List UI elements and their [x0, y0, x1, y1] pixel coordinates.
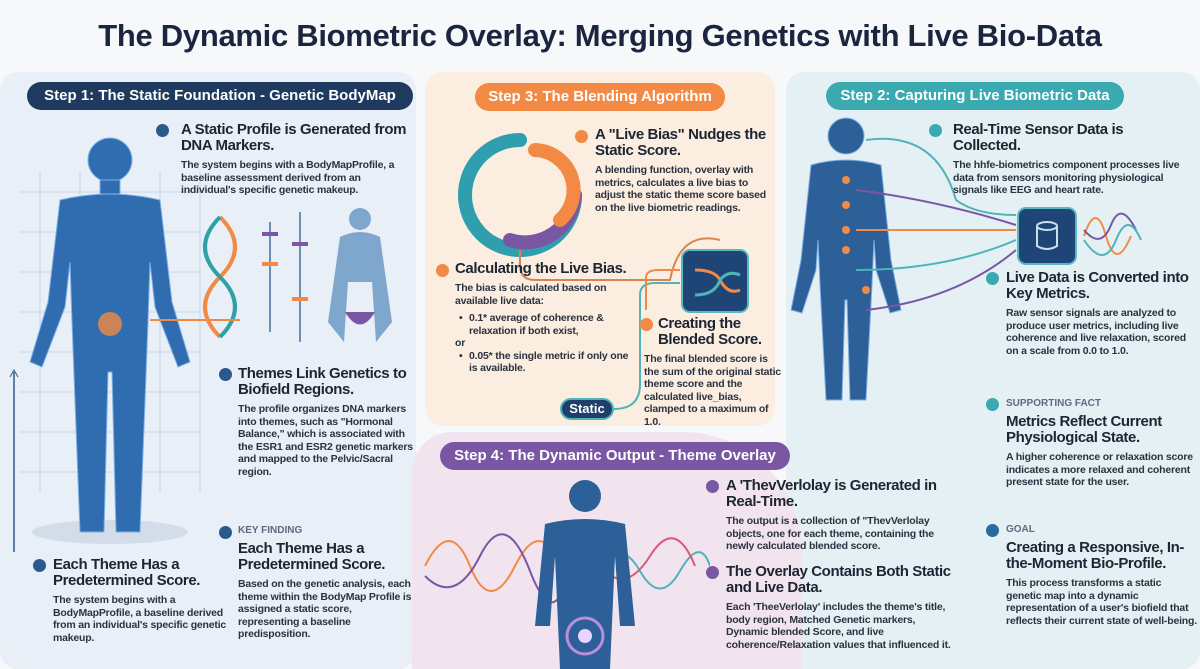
- supporting-fact-tag: SUPPORTING FACT: [1006, 398, 1102, 409]
- item-heading: Calculating the Live Bias.: [455, 260, 627, 277]
- page-title: The Dynamic Biometric Overlay: Merging G…: [98, 18, 1102, 53]
- item-heading: A "Live Bias" Nudges the Static Score.: [595, 126, 766, 159]
- item-heading: The Overlay Contains Both Static and Liv…: [726, 563, 951, 596]
- glow-ring: [565, 616, 605, 656]
- goal-tag: GOAL: [1006, 524, 1035, 535]
- bullet-dot: [986, 398, 999, 411]
- step4-item-2: The Overlay Contains Both Static and Liv…: [726, 564, 958, 651]
- item-body: The hhfe-biometrics component processes …: [953, 159, 1180, 196]
- item-body: The system begins with a BodyMapProfile,…: [53, 594, 227, 644]
- step4-item-1: A 'ThevVerlolay is Generated in Real-Tim…: [726, 478, 958, 553]
- human-figure-icon: [790, 117, 902, 401]
- database-icon: [1017, 207, 1077, 265]
- list-item: 0.1* average of coherence & relaxation i…: [455, 312, 635, 337]
- step2-item-2: Live Data is Converted into Key Metrics.…: [1006, 270, 1198, 357]
- bullet-dot: [436, 264, 449, 277]
- live-sensor-illustration: [790, 117, 1142, 401]
- bias-formula-list: 0.1* average of coherence & relaxation i…: [455, 312, 635, 337]
- item-body: Raw sensor signals are analyzed to produ…: [1006, 307, 1186, 357]
- step3-label: Step 3: The Blending Algorithm: [475, 83, 725, 111]
- bullet-dot: [33, 559, 46, 572]
- item-body: Based on the genetic analysis, each them…: [238, 578, 412, 640]
- item-body: Each 'TheeVerlolay' includes the theme's…: [726, 601, 951, 651]
- swirl-icon: [458, 133, 582, 257]
- step1-label: Step 1: The Static Foundation - Genetic …: [27, 82, 413, 110]
- step1-item-4: Each Theme Has a Predetermined Score. Th…: [53, 557, 231, 644]
- item-body: This process transforms a static genetic…: [1006, 577, 1197, 627]
- pelvic-glow: [98, 312, 122, 336]
- key-finding-tag: KEY FINDING: [238, 525, 303, 536]
- item-heading: Creating a Responsive, In-the-Moment Bio…: [1006, 539, 1184, 572]
- item-body: A blending function, overlay with metric…: [595, 164, 766, 214]
- step3-item-1: A "Live Bias" Nudges the Static Score. A…: [595, 127, 771, 214]
- static-badge: Static: [560, 398, 614, 420]
- step3-item-2: Calculating the Live Bias. The bias is c…: [455, 261, 635, 375]
- bullet-dot: [986, 272, 999, 285]
- item-heading: Real-Time Sensor Data is Collected.: [953, 121, 1124, 154]
- step2-item-4: GOAL Creating a Responsive, In-the-Momen…: [1006, 524, 1198, 627]
- item-heading: A Static Profile is Generated from DNA M…: [181, 121, 407, 154]
- step1-item-1: A Static Profile is Generated from DNA M…: [181, 122, 411, 197]
- item-body: The bias is calculated based on availabl…: [455, 282, 607, 307]
- step4-label: Step 4: The Dynamic Output - Theme Overl…: [440, 442, 790, 470]
- item-body: The profile organizes DNA markers into t…: [238, 403, 413, 478]
- item-body: The output is a collection of "ThevVerlo…: [726, 515, 934, 552]
- list-item: 0.05* the single metric if only one is a…: [455, 350, 635, 375]
- overlay-output-illustration: [424, 480, 710, 669]
- algorithm-icon: [681, 249, 749, 313]
- item-heading: A 'ThevVerlolay is Generated in Real-Tim…: [726, 477, 937, 510]
- or-text: or: [455, 337, 466, 349]
- item-body: A higher coherence or relaxation score i…: [1006, 451, 1193, 488]
- step1-panel: [0, 72, 416, 669]
- bullet-dot: [219, 526, 232, 539]
- blend-swirl-illustration: [458, 133, 749, 410]
- human-figure-icon: [29, 137, 191, 533]
- bullet-dot: [706, 480, 719, 493]
- item-heading: Metrics Reflect Current Physiological St…: [1006, 413, 1162, 446]
- item-body: The final blended score is the sum of th…: [644, 353, 781, 428]
- human-figure-icon: [535, 480, 635, 669]
- bullet-dot: [219, 368, 232, 381]
- item-heading: Each Theme Has a Predetermined Score.: [238, 540, 386, 573]
- step1-item-3: KEY FINDING Each Theme Has a Predetermin…: [238, 525, 414, 641]
- item-heading: Themes Link Genetics to Biofield Regions…: [238, 365, 407, 398]
- bias-formula-list: 0.05* the single metric if only one is a…: [455, 350, 635, 375]
- bullet-dot: [156, 124, 169, 137]
- step2-item-1: Real-Time Sensor Data is Collected. The …: [953, 122, 1193, 197]
- step2-item-3: SUPPORTING FACT Metrics Reflect Current …: [1006, 398, 1198, 489]
- bullet-dot: [706, 566, 719, 579]
- shadow: [32, 520, 188, 544]
- item-heading: Creating the Blended Score.: [658, 315, 762, 348]
- bullet-dot: [929, 124, 942, 137]
- bullet-dot: [986, 524, 999, 537]
- bullet-dot: [575, 130, 588, 143]
- item-heading: Live Data is Converted into Key Metrics.: [1006, 269, 1189, 302]
- step1-item-2: Themes Link Genetics to Biofield Regions…: [238, 366, 414, 478]
- step3-item-3: Creating the Blended Score. The final bl…: [644, 316, 782, 428]
- item-body: The system begins with a BodyMapProfile,…: [181, 159, 395, 196]
- step2-label: Step 2: Capturing Live Biometric Data: [826, 82, 1124, 110]
- item-heading: Each Theme Has a Predetermined Score.: [53, 556, 201, 589]
- genetic-body-illustration: [9, 137, 392, 552]
- bullet-dot: [640, 318, 653, 331]
